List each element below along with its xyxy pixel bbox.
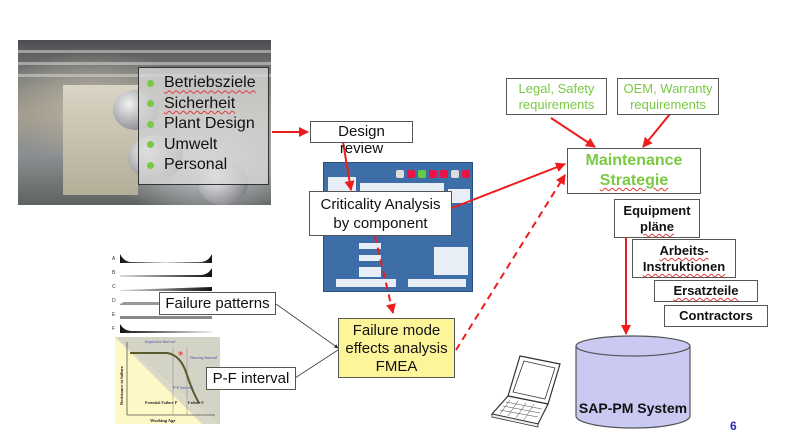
arrow-pf-to-fmea [294, 349, 339, 379]
spare-parts-box: Ersatzteile [654, 280, 758, 302]
pf-warning-label: Warning Interval [190, 355, 218, 360]
maintenance-label-line1: Maintenance [585, 152, 683, 169]
pf-interval-chart: * Inspection Interval Warning Interval P… [115, 337, 220, 424]
pf-potential-failure-label: Potential Failure P [145, 400, 178, 405]
pattern-label: B [112, 270, 116, 276]
pattern-label: C [112, 284, 116, 290]
photo-detail [18, 50, 271, 53]
toolbar-icon [451, 170, 459, 178]
legal-safety-box: Legal, Safety requirements [506, 78, 607, 115]
arrow-oem-to-maintenance [642, 113, 671, 148]
screenshot-panel [434, 247, 468, 275]
pf-interval-label: P-F Interval [172, 385, 194, 390]
pf-inspection-label: Inspection Interval [144, 339, 176, 344]
sap-pm-label: SAP-PM System [578, 400, 688, 416]
fmea-label-line3: FMEA [375, 358, 418, 375]
pf-x-axis-label: Working Age [150, 418, 175, 423]
screenshot-field [359, 243, 381, 249]
fmea-label-line1: Failure mode [352, 322, 441, 339]
pf-degradation-curve [130, 352, 200, 404]
arrow-legal-to-maintenance [550, 117, 596, 148]
equipment-label-line2: pläne [640, 219, 674, 234]
pf-failure-label: Failure F [188, 400, 204, 405]
bullet-item: Betriebsziele [147, 73, 268, 94]
pf-y-axis-label: Resistance to failure [119, 366, 124, 405]
contractors-label: Contractors [679, 308, 753, 323]
toolbar-icon [407, 170, 415, 178]
bullet-dot-icon [147, 120, 154, 128]
pattern-curve-a [120, 254, 212, 263]
bullet-item: Sicherheit [147, 94, 268, 115]
pattern-curve-f [120, 324, 212, 333]
pattern-label: D [112, 298, 116, 304]
bullet-item: Umwelt [147, 135, 268, 156]
legal-label-line2: requirements [518, 97, 595, 112]
bullet-label: Personal [164, 156, 228, 174]
pf-curve-graphic: * Inspection Interval Warning Interval P… [115, 337, 220, 424]
toolbar-icon [418, 170, 426, 178]
page-number: 6 [730, 419, 737, 433]
arbeits-label-line1: Arbeits- [659, 243, 709, 258]
toolbar-icon [440, 170, 448, 178]
oem-label-line1: OEM, Warranty [623, 81, 713, 96]
design-review-box: Design review [310, 121, 413, 157]
pf-interval-box-label: P-F interval [212, 370, 290, 387]
goals-bullet-list: Betriebsziele Sicherheit Plant Design Um… [138, 67, 269, 185]
pattern-curve-c [120, 287, 212, 291]
bullet-label: Umwelt [164, 135, 218, 153]
toolbar-icon [396, 170, 404, 178]
design-review-label: Design review [338, 123, 385, 157]
bullet-label: Sicherheit [164, 94, 236, 112]
failure-patterns-label: Failure patterns [165, 295, 270, 312]
bullet-item: Personal [147, 155, 268, 176]
maintenance-strategy-box: Maintenance Strategie [567, 148, 701, 194]
pattern-curve-e [120, 316, 212, 319]
bullet-dot-icon [147, 79, 154, 87]
sap-pm-database-icon [575, 335, 691, 429]
bullet-dot-icon [147, 100, 154, 108]
screenshot-field [336, 279, 396, 287]
failure-patterns-box: Failure patterns [159, 292, 276, 315]
contractors-box: Contractors [664, 305, 768, 327]
toolbar-icon [429, 170, 437, 178]
oem-label-line2: requirements [630, 97, 706, 112]
toolbar-icon [462, 170, 470, 178]
pattern-label: E [112, 312, 116, 318]
legal-label-line1: Legal, Safety [518, 81, 595, 96]
oem-warranty-box: OEM, Warranty requirements [617, 78, 719, 115]
laptop-icon [490, 355, 561, 428]
fmea-box: Failure mode effects analysis FMEA [338, 318, 455, 378]
work-instructions-box: Arbeits- Instruktionen [632, 239, 736, 278]
arbeits-label-line2: Instruktionen [642, 259, 726, 274]
screenshot-field [359, 267, 381, 277]
criticality-label-line2: by component [333, 215, 428, 232]
criticality-analysis-box: Criticality Analysis by component [309, 191, 452, 236]
pattern-label: F [112, 326, 116, 332]
bullet-label: Plant Design [164, 115, 255, 133]
criticality-label-line1: Criticality Analysis [320, 196, 441, 213]
pf-interval-box: P-F interval [206, 367, 296, 390]
bullet-dot-icon [147, 161, 154, 169]
pf-star-icon: * [178, 349, 184, 362]
bullet-label: Betriebsziele [164, 74, 256, 92]
maintenance-label-line2: Strategie [599, 172, 669, 189]
bullet-item: Plant Design [147, 114, 268, 135]
screenshot-field [359, 255, 381, 261]
equipment-label-line1: Equipment [623, 203, 691, 218]
equipment-plans-box: Equipment pläne [614, 199, 700, 238]
arrow-failure-patterns-to-fmea [275, 303, 339, 349]
ersatzteile-label: Ersatzteile [673, 283, 739, 298]
fmea-label-line2: effects analysis [345, 340, 448, 357]
pattern-curve-b [120, 268, 212, 277]
bullet-dot-icon [147, 141, 154, 149]
photo-detail [18, 62, 271, 65]
pf-shaded-region [115, 337, 220, 424]
screenshot-field [408, 279, 466, 287]
pattern-label: A [112, 256, 116, 262]
